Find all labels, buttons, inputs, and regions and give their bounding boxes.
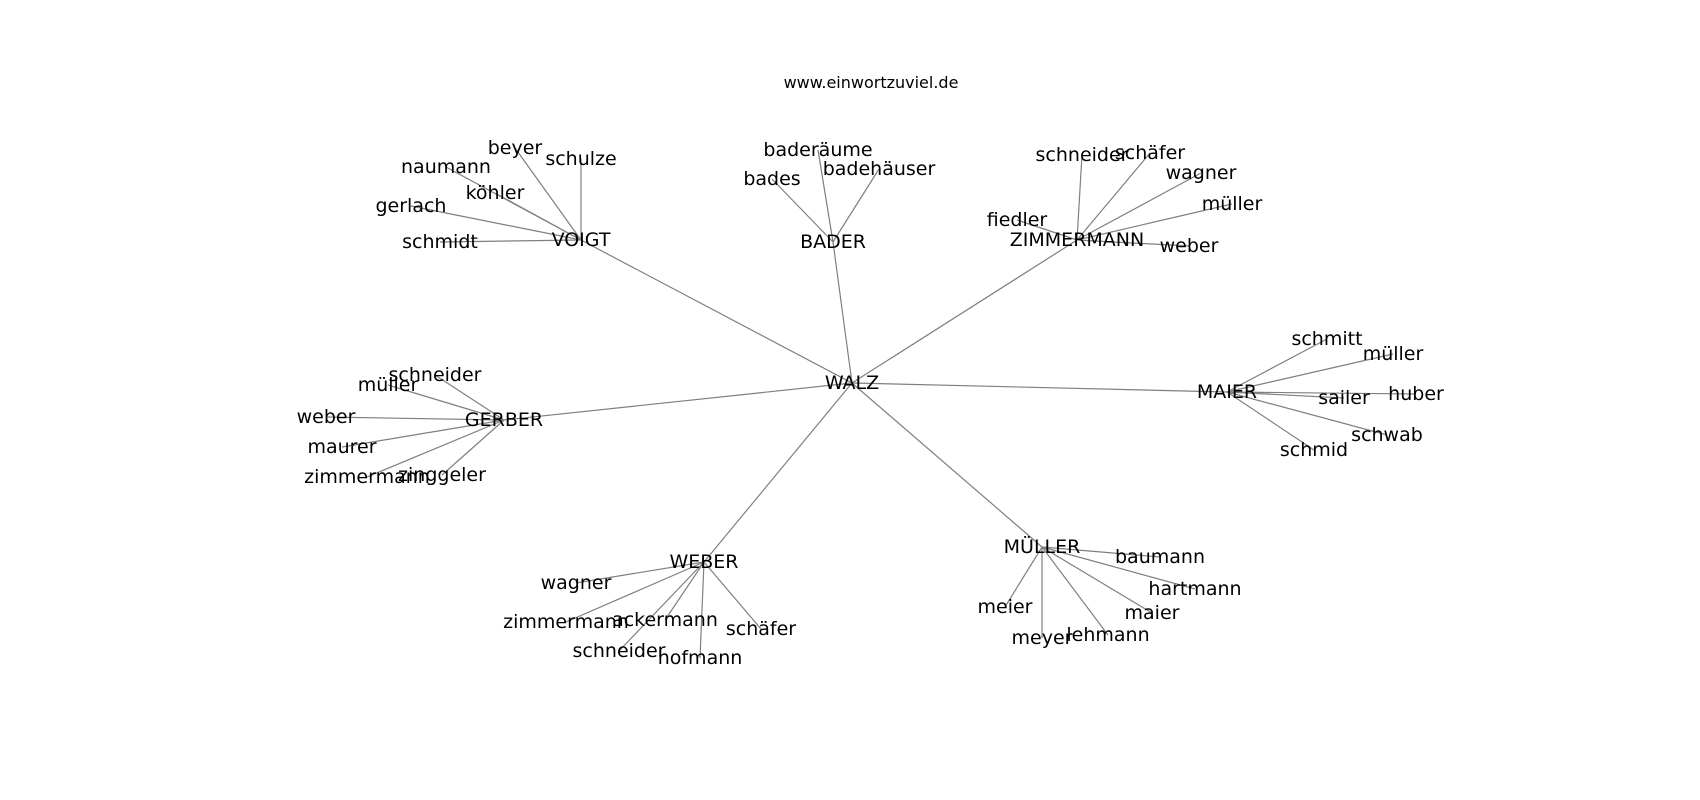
edge-walz-voigt [580,239,853,384]
node-leaf-maier-schmid: schmid [1280,439,1348,461]
edge-maier-schmitt [1226,338,1328,393]
edge-weber-zimmermann [565,561,705,623]
node-leaf-zimmermann-wagner: wagner [1166,162,1237,184]
node-hub-gerber: GERBER [465,409,543,431]
node-leaf-mueller-lehmann: lehmann [1066,624,1149,646]
edge-bader-baderaeume [817,149,834,243]
node-leaf-bader-bades: bades [743,168,800,190]
node-leaf-mueller-meyer: meyer [1012,627,1073,649]
node-leaf-gerber-maurer: maurer [307,436,376,458]
edge-gerber-maurer [341,419,505,448]
edge-walz-bader [832,241,853,384]
node-leaf-voigt-naumann: naumann [401,156,491,178]
node-leaf-mueller-maier: maier [1125,602,1180,624]
edge-maier-schmid [1226,391,1315,451]
edge-gerber-mueller [387,384,505,421]
edge-mueller-lehmann [1041,546,1109,636]
edge-zimmermann-schaefer [1076,152,1151,241]
edge-walz-maier [851,382,1228,393]
edge-maier-mueller [1226,353,1394,393]
node-leaf-mueller-hartmann: hartmann [1148,578,1241,600]
node-leaf-voigt-beyer: beyer [488,137,543,159]
node-hub-maier: MAIER [1197,381,1257,403]
node-hub-mueller: MÜLLER [1004,535,1081,558]
edge-bader-badehaeuser [832,168,880,243]
edge-zimmermann-fiedler [1016,219,1078,241]
node-leaf-gerber-zimmermann: zimmermann [304,466,430,488]
edge-walz-zimmermann [851,239,1078,384]
node-leaf-zimmermann-weber: weber [1160,235,1219,257]
edge-zimmermann-wagner [1076,172,1202,241]
node-hub-zimmermann: ZIMMERMANN [1010,229,1144,251]
node-leaf-gerber-weber: weber [297,406,356,428]
graph-title: www.einwortzuviel.de [784,73,959,92]
node-leaf-gerber-zinggeler: zinggeler [398,464,486,486]
node-leaf-weber-ackermann: ackermann [612,609,718,631]
node-leaf-mueller-baumann: baumann [1115,546,1205,568]
node-leaf-zimmermann-schneider: schneider [1036,144,1129,166]
node-leaf-weber-zimmermann: zimmermann [503,611,629,633]
node-leaf-voigt-schmidt: schmidt [402,231,478,253]
edge-gerber-zimmermann [366,419,505,478]
edge-mueller-meier [1004,546,1043,608]
node-leaf-maier-mueller: müller [1363,343,1424,365]
edge-voigt-gerlach [410,205,582,241]
node-leaf-bader-baderaeume: baderäume [763,139,872,161]
edge-voigt-beyer [514,147,582,241]
edge-voigt-koehler [494,192,582,241]
edge-mueller-hartmann [1041,546,1196,590]
edge-gerber-zinggeler [441,419,505,476]
edge-mueller-maier [1041,546,1153,614]
node-hub-voigt: VOIGT [552,229,611,251]
edge-zimmermann-schneider [1076,154,1083,241]
edge-walz-gerber [503,382,853,421]
node-leaf-maier-schwab: schwab [1351,424,1423,446]
edge-weber-hofmann [699,561,705,659]
edge-mueller-baumann [1041,546,1161,558]
node-leaf-zimmermann-fiedler: fiedler [987,209,1048,231]
node-leaf-zimmermann-mueller: müller [1202,193,1263,215]
edge-bader-bades [771,178,834,243]
edge-gerber-weber [325,416,505,421]
node-leaf-weber-wagner: wagner [541,572,612,594]
node-leaf-weber-schaefer: schäfer [726,618,796,640]
edge-gerber-schneider [434,374,505,421]
node-hub-bader: BADER [800,231,866,253]
edge-walz-mueller [851,382,1043,548]
edge-zimmermann-weber [1076,239,1190,247]
node-leaf-mueller-meier: meier [978,596,1033,618]
node-leaf-zimmermann-schaefer: schäfer [1115,142,1185,164]
edge-voigt-schmidt [439,239,582,243]
node-leaf-gerber-mueller: müller [358,374,419,396]
node-leaf-voigt-gerlach: gerlach [376,195,447,217]
edge-maier-sailer [1226,391,1345,399]
node-hub-weber: WEBER [669,551,738,573]
node-leaf-maier-huber: huber [1388,383,1444,405]
node-leaf-voigt-koehler: köhler [466,182,525,204]
edge-walz-weber [703,382,853,563]
node-center-walz: WALZ [825,372,879,394]
edge-maier-huber [1226,391,1417,395]
node-leaf-bader-badehaeuser: badehäuser [823,158,936,180]
graph-edges [325,147,1417,659]
edge-zimmermann-mueller [1076,203,1233,241]
edge-weber-wagner [575,561,705,584]
node-leaf-gerber-schneider: schneider [389,364,482,386]
edge-maier-schwab [1226,391,1388,436]
node-leaf-weber-hofmann: hofmann [658,647,743,669]
edge-weber-schneider [618,561,705,652]
edge-weber-schaefer [703,561,762,630]
node-leaf-maier-sailer: sailer [1318,387,1370,409]
node-leaf-weber-schneider: schneider [573,640,666,662]
edge-weber-ackermann [664,561,705,621]
node-leaf-voigt-schulze: schulze [545,148,616,170]
node-leaf-maier-schmitt: schmitt [1291,328,1362,350]
